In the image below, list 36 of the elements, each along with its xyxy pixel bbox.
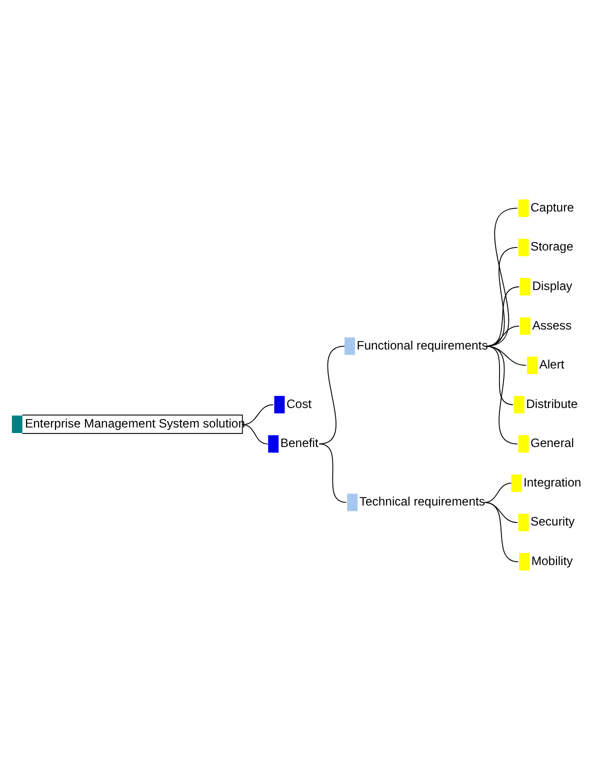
node-box <box>347 493 358 511</box>
node-label: Security <box>530 514 575 528</box>
node-label: Alert <box>539 357 564 372</box>
node-box <box>518 238 529 256</box>
connector <box>318 443 347 502</box>
node-label: Cost <box>286 396 312 410</box>
node-box <box>519 552 530 570</box>
connector <box>486 345 518 444</box>
node-label: Assess <box>532 318 572 332</box>
connector <box>242 424 268 444</box>
connector <box>486 325 520 346</box>
node-box <box>344 336 355 354</box>
node-label: Functional requirements <box>356 338 488 352</box>
node-label: Capture <box>530 200 574 214</box>
connector <box>484 482 512 502</box>
node-box <box>511 474 522 492</box>
node-label: Display <box>532 278 572 293</box>
connector <box>484 501 519 562</box>
node-box <box>514 395 524 413</box>
node-label: Benefit <box>280 436 318 450</box>
node-label: Mobility <box>531 554 573 568</box>
node-box <box>518 434 529 452</box>
connector <box>242 404 274 425</box>
node-label: Storage <box>530 239 574 254</box>
node-label: Distribute <box>526 396 578 410</box>
node-box <box>274 395 285 413</box>
node-box <box>268 434 279 452</box>
node-box <box>518 513 529 531</box>
node-box <box>520 316 530 334</box>
node-box <box>526 356 538 374</box>
connector <box>486 286 520 346</box>
node-label: Technical requirements <box>359 494 486 508</box>
node-box <box>518 198 529 216</box>
node-label: General <box>530 436 574 450</box>
node-label: Integration <box>523 474 582 489</box>
node-box <box>520 278 530 295</box>
